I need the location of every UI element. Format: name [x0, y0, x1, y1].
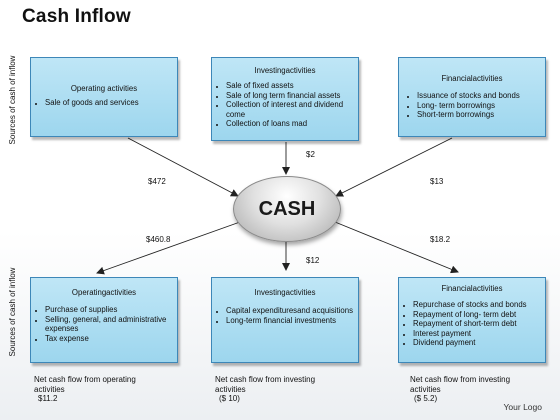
- list-item: Collection of interest and dividend come: [226, 100, 358, 119]
- arrow-out-operating: [96, 221, 241, 275]
- arrow-out-financial: [334, 221, 459, 274]
- page-title: Cash Inflow: [22, 6, 131, 27]
- flow-out-operating: $460.8: [146, 235, 171, 244]
- box-bottom-operating: Operatingactivities Purchase of supplies…: [30, 277, 178, 363]
- list-item: Sale of goods and services: [45, 98, 177, 107]
- arrow-in-operating: [127, 137, 239, 197]
- box-bottom-investing: Investingactivities Capital expenditures…: [211, 277, 359, 363]
- list-item: Sale of fixed assets: [226, 81, 358, 90]
- flow-in-financial: $13: [430, 177, 444, 186]
- box-top-operating: Operating activities Sale of goods and s…: [30, 57, 178, 137]
- net-flow-value: $11.2: [38, 394, 58, 403]
- flow-in-investing: $2: [306, 150, 315, 159]
- net-flow-operating: Net cash flow from operating activities …: [34, 375, 162, 404]
- list-item: Repayment of long- term debt: [413, 310, 545, 319]
- list-item: Dividend payment: [413, 338, 545, 347]
- net-flow-value: ($ 5.2): [414, 394, 438, 403]
- net-flow-financial: Net cash flow from investing activities …: [410, 375, 530, 404]
- list-item: Purchase of supplies: [45, 305, 177, 314]
- list-item: Selling, general, and administrative exp…: [45, 315, 177, 334]
- list-item: Issuance of stocks and bonds: [417, 91, 545, 100]
- box-title: Financialactivities: [441, 74, 503, 83]
- list-item: Tax expense: [45, 334, 177, 343]
- list-item: Capital expendituresand acquisitions: [226, 306, 358, 315]
- flow-in-operating: $472: [148, 177, 166, 186]
- list-item: Short-term borrowings: [417, 110, 545, 119]
- net-flow-value: ($ 10): [219, 394, 240, 403]
- flow-out-investing: $12: [306, 256, 320, 265]
- list-item: Interest payment: [413, 329, 545, 338]
- box-title: Operating activities: [70, 84, 138, 93]
- net-flow-label: Net cash flow from investing activities: [410, 375, 511, 394]
- list-item: Sale of long term financial assets: [226, 91, 358, 100]
- list-item: Repayment of short-term debt: [413, 319, 545, 328]
- flow-out-financial: $18.2: [430, 235, 451, 244]
- list-item: Long-term financial investments: [226, 316, 358, 325]
- box-title: Financialactivities: [441, 284, 503, 293]
- box-bottom-financial: Financialactivities Repurchase of stocks…: [398, 277, 546, 363]
- box-title: Investingactivities: [254, 66, 316, 75]
- cash-node: CASH: [233, 176, 341, 242]
- box-title: Investingactivities: [254, 288, 316, 297]
- list-item: Long- term borrowings: [417, 101, 545, 110]
- list-item: Collection of loans mad: [226, 119, 358, 128]
- box-top-financial: Financialactivities Issuance of stocks a…: [398, 57, 546, 137]
- box-title: Operatingactivities: [71, 288, 137, 297]
- net-flow-label: Net cash flow from operating activities: [34, 375, 136, 394]
- box-top-investing: Investingactivities Sale of fixed assets…: [211, 57, 359, 141]
- logo: Your Logo: [503, 402, 542, 412]
- net-flow-label: Net cash flow from investing activities: [215, 375, 316, 394]
- arrow-in-financial: [335, 137, 453, 197]
- net-flow-investing: Net cash flow from investing activities …: [215, 375, 335, 404]
- list-item: Repurchase of stocks and bonds: [413, 300, 545, 309]
